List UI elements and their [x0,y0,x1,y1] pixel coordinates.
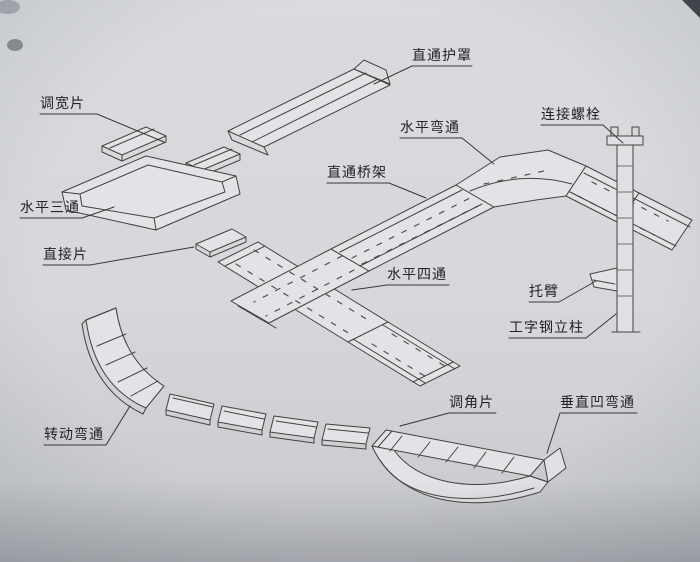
photo-artifact-spot [7,39,23,51]
column-cap [606,135,644,146]
label-horizontal-bend: 水平弯通 [400,121,460,136]
label-width-adjust-plate: 调宽片 [40,97,85,112]
label-straight-cover: 直通护罩 [412,49,472,64]
label-angle-adjust-plate: 调角片 [449,396,494,411]
label-connecting-bolt: 连接螺栓 [541,108,601,123]
label-direct-plate: 直接片 [43,248,88,263]
label-rotating-bend: 转动弯通 [44,428,104,443]
label-vertical-concave-bend: 垂直凹弯通 [560,396,635,411]
bolt-icon [631,126,640,137]
label-horizontal-tee: 水平三通 [20,201,80,216]
label-horizontal-cross: 水平四通 [387,268,447,283]
label-i-beam-column: 工字钢立柱 [509,321,584,336]
label-straight-tray: 直通桥架 [327,166,387,181]
bolt-icon [610,126,619,137]
label-support-arm: 托臂 [529,285,559,300]
